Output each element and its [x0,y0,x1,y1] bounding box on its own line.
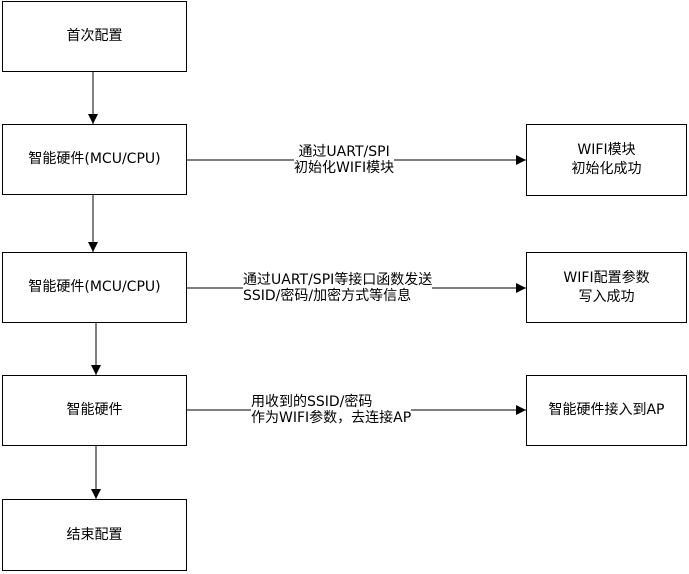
edge-label-init-wifi-line2: 初始化WIFI模块 [294,160,395,176]
node-end-config: 结束配置 [2,499,187,571]
node-end-config-label: 结束配置 [66,526,123,543]
edge-label-init-wifi: 通过UART/SPI 初始化WIFI模块 [294,144,395,176]
node-hw-mcu-2-label: 智能硬件(MCU/CPU) [28,279,161,295]
edge-label-send-params-line2: SSID/密码/加密方式等信息 [243,288,412,304]
edge-label-send-params: 通过UART/SPI等接口函数发送 SSID/密码/加密方式等信息 [243,272,433,304]
node-wifi-params-done-line1: WIFI配置参数 [563,269,650,286]
edge-label-init-wifi-line1: 通过UART/SPI [298,144,390,160]
edge-label-connect-ap: 用收到的SSID/密码 作为WIFI参数，去连接AP [251,394,412,426]
node-hw-mcu-1: 智能硬件(MCU/CPU) [2,124,187,195]
edge-label-connect-ap-line1: 用收到的SSID/密码 [251,394,373,410]
node-wifi-params-done-line2: 写入成功 [578,288,635,305]
node-wifi-init-done-line1: WIFI模块 [577,142,636,158]
edge-label-send-params-line1: 通过UART/SPI等接口函数发送 [243,272,433,288]
edge-label-connect-ap-line2: 作为WIFI参数，去连接AP [251,410,412,426]
node-wifi-params-done: WIFI配置参数 写入成功 [526,252,687,323]
node-first-config-label: 首次配置 [66,28,123,44]
node-hw-3-label: 智能硬件 [66,402,123,418]
node-hw-connected-ap-label: 智能硬件接入到AP [548,402,665,418]
node-wifi-init-done: WIFI模块 初始化成功 [526,124,687,196]
node-hw-mcu-1-label: 智能硬件(MCU/CPU) [28,151,161,167]
node-hw-connected-ap: 智能硬件接入到AP [526,375,687,446]
node-first-config: 首次配置 [2,1,187,72]
node-wifi-init-done-line2: 初始化成功 [571,161,642,177]
node-hw-mcu-2: 智能硬件(MCU/CPU) [2,252,187,323]
node-hw-3: 智能硬件 [2,375,187,446]
